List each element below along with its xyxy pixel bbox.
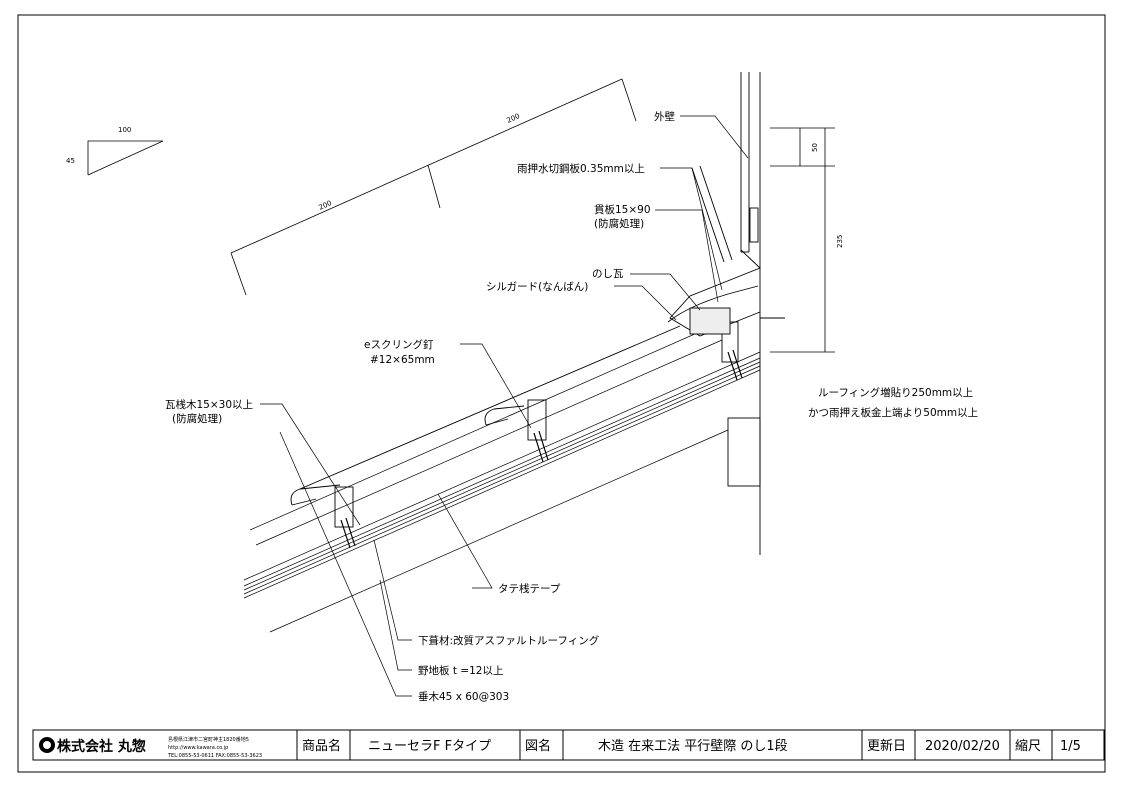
drawing-name: 木造 在来工法 平行壁際 のし1段 <box>598 739 788 754</box>
updated-label: 更新日 <box>867 738 906 754</box>
label-sill-guard: シルガード(なんばん) <box>486 281 588 293</box>
label-sheathing: 野地板 t =12以上 <box>418 664 503 677</box>
label-nuki-2: (防腐処理) <box>594 217 644 230</box>
company-tel: TEL:0855-53-0611 FAX:0855-53-3623 <box>167 753 262 759</box>
outer-wall <box>727 72 761 555</box>
updated-date: 2020/02/20 <box>925 739 1000 754</box>
scale-label: 縮尺 <box>1015 738 1041 754</box>
slope-triangle <box>87 140 164 176</box>
label-underlay: 下葺材:改質アスファルトルーフィング <box>418 634 600 647</box>
slope-rise-text: 45 <box>66 157 75 165</box>
label-flashing: 雨押水切鋼板0.35mm以上 <box>517 162 645 175</box>
label-tate-tape: タテ桟テープ <box>498 582 561 595</box>
product-label: 商品名 <box>302 738 341 754</box>
rafter-dimension <box>230 78 637 296</box>
flashing-and-noshi <box>667 165 785 337</box>
label-batten-2: (防腐処理) <box>172 412 222 425</box>
slope-run-text: 100 <box>118 126 131 134</box>
company-logo <box>39 737 55 753</box>
roof-layers <box>243 321 761 633</box>
dimension-flash-text: 50 <box>811 143 819 152</box>
label-batten-1: 瓦桟木15×30以上 <box>165 398 253 411</box>
roof-tiles <box>290 321 739 528</box>
company-address: 島根県江津市二宮町神主1820番地5 <box>168 736 249 743</box>
label-noshi: のし瓦 <box>592 268 624 280</box>
dimension-wall-text: 235 <box>836 235 844 248</box>
company-url: http://www.kawara.co.jp <box>168 745 228 751</box>
title-block <box>32 729 1105 761</box>
drawing-frame <box>17 14 1106 773</box>
company-name: 株式会社 丸惣 <box>57 738 146 755</box>
dimension-rafter-a-text: 200 <box>318 199 333 212</box>
nails <box>340 349 743 549</box>
label-rafter: 垂木45 x 60@303 <box>418 691 509 703</box>
wall-dimension <box>770 127 835 353</box>
product-name: ニューセラF Fタイプ <box>368 739 491 754</box>
label-screw-1: eスクリング釘 <box>364 338 434 351</box>
scale-value: 1/5 <box>1060 739 1081 754</box>
leader-lines <box>260 115 749 697</box>
label-outer-wall: 外壁 <box>654 110 675 123</box>
label-screw-2: #12×65mm <box>370 354 435 366</box>
label-roofing-2: かつ雨押え板金上端より50mm以上 <box>808 406 978 419</box>
label-nuki-1: 貫板15×90 <box>594 203 651 216</box>
drawing-label: 図名 <box>525 738 551 754</box>
label-roofing-1: ルーフィング増貼り250mm以上 <box>818 386 973 399</box>
dimension-rafter-b-text: 200 <box>506 112 521 125</box>
